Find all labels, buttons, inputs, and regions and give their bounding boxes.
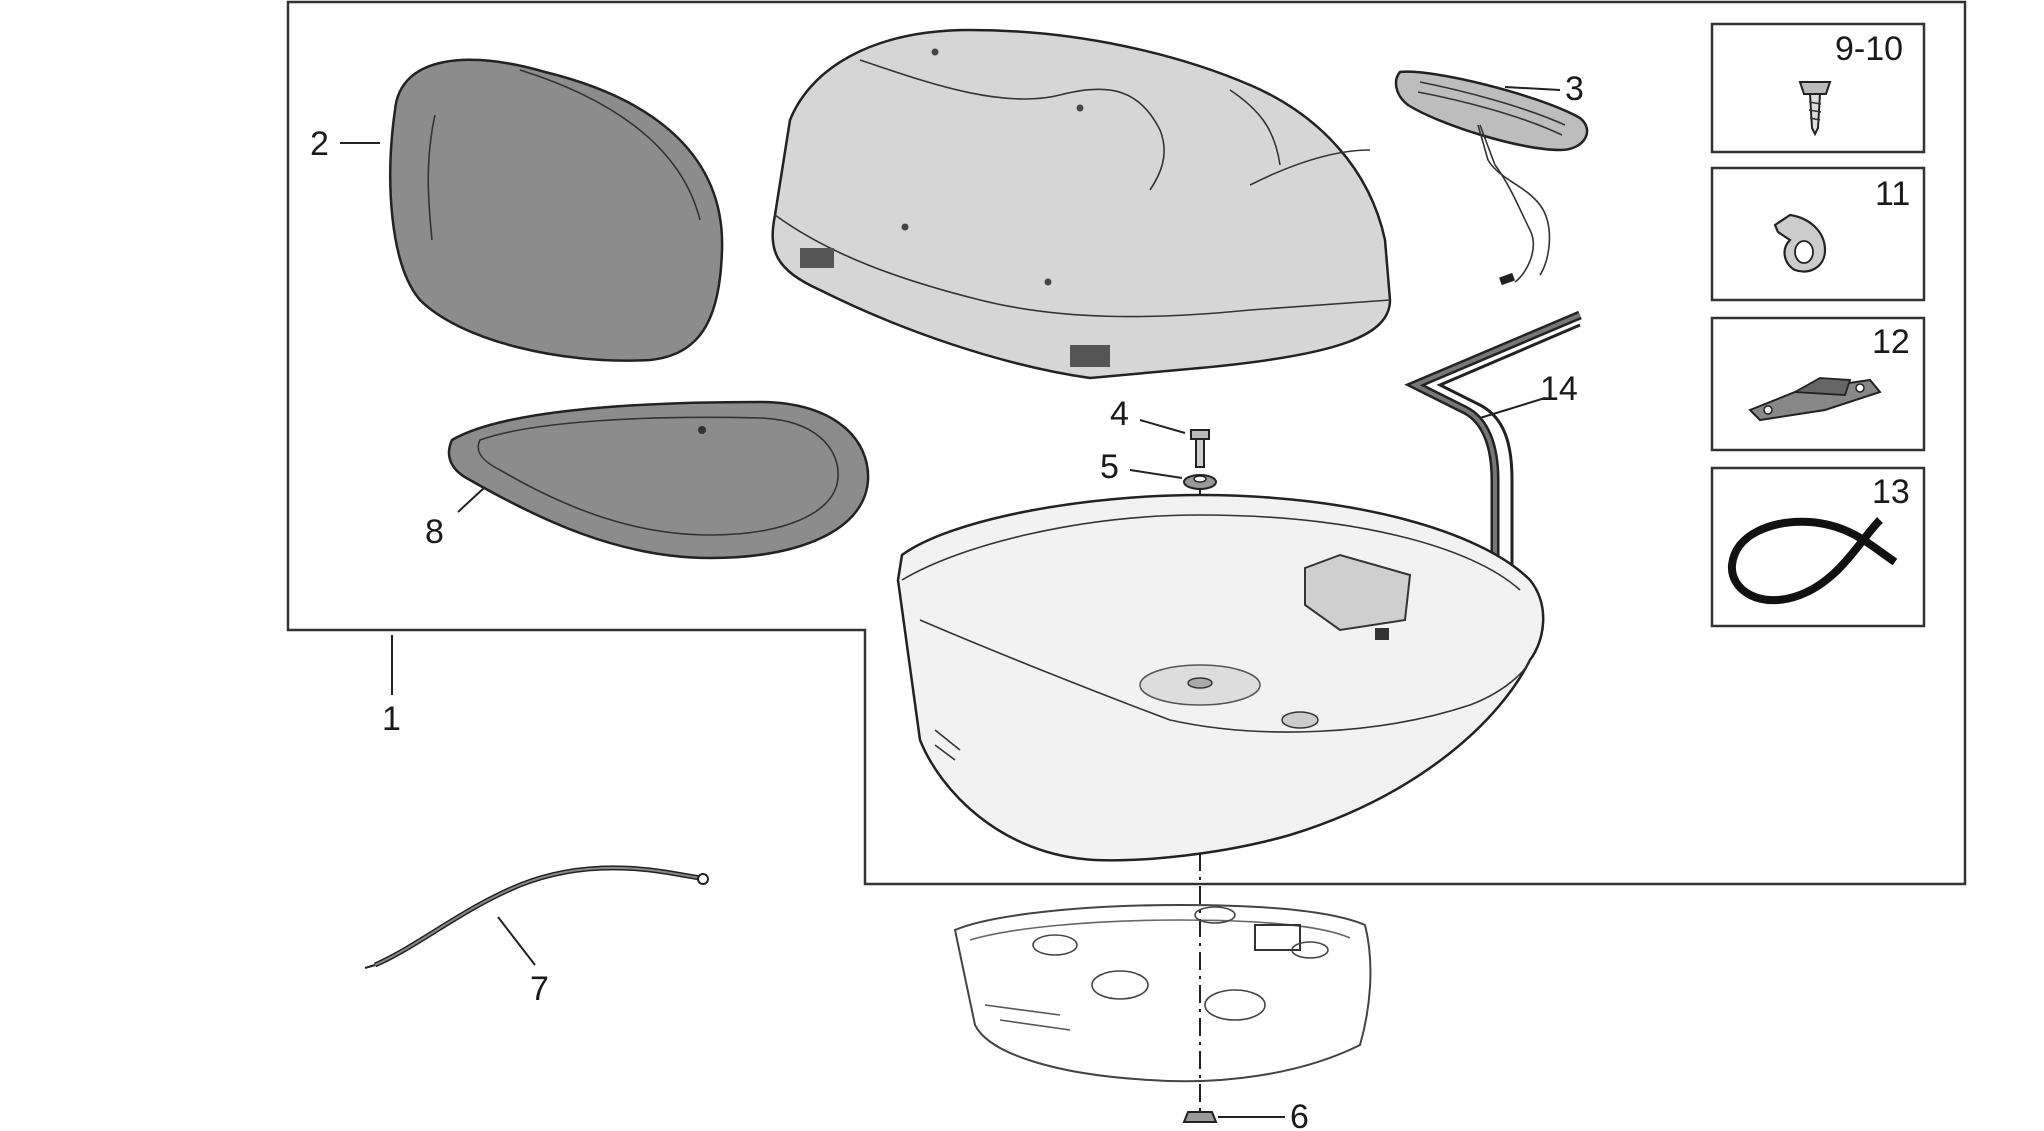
part-8-backrest-plate[interactable] [447, 400, 870, 560]
callout-13: 13 [1872, 473, 1910, 511]
mounting-plate[interactable] [953, 903, 1372, 1083]
part-3-brake-light[interactable] [1394, 70, 1589, 286]
callout-8: 8 [425, 513, 444, 551]
inset-13-gasket[interactable]: 13 [1710, 466, 1926, 628]
part-2-backrest-cushion[interactable] [389, 58, 724, 362]
callout-11: 11 [1875, 175, 1910, 213]
callout-12: 12 [1872, 323, 1910, 361]
part-14-seal-strip[interactable] [1404, 310, 1582, 580]
callout-4: 4 [1110, 395, 1129, 433]
callout-1: 1 [382, 700, 401, 738]
callout-9-10: 9-10 [1835, 30, 1903, 68]
inset-11-clamp[interactable]: 11 [1710, 166, 1926, 302]
callout-2: 2 [310, 125, 329, 163]
callout-5: 5 [1100, 448, 1119, 486]
callout-14: 14 [1540, 370, 1578, 408]
part-6-nut[interactable] [1182, 1111, 1218, 1123]
part-5-washer[interactable] [1183, 474, 1217, 490]
inset-12-bracket[interactable]: 12 [1710, 316, 1926, 452]
assembly-frame [286, 0, 1967, 886]
callout-3: 3 [1565, 70, 1584, 108]
inset-9-10-screws[interactable]: 9-10 [1710, 22, 1926, 154]
callout-6: 6 [1290, 1098, 1309, 1131]
callout-7: 7 [530, 970, 549, 1008]
part-7-release-cable[interactable] [364, 865, 709, 969]
top-case-lid[interactable] [771, 28, 1392, 380]
part-4-bolt[interactable] [1190, 429, 1210, 468]
top-case-base[interactable] [896, 493, 1545, 862]
